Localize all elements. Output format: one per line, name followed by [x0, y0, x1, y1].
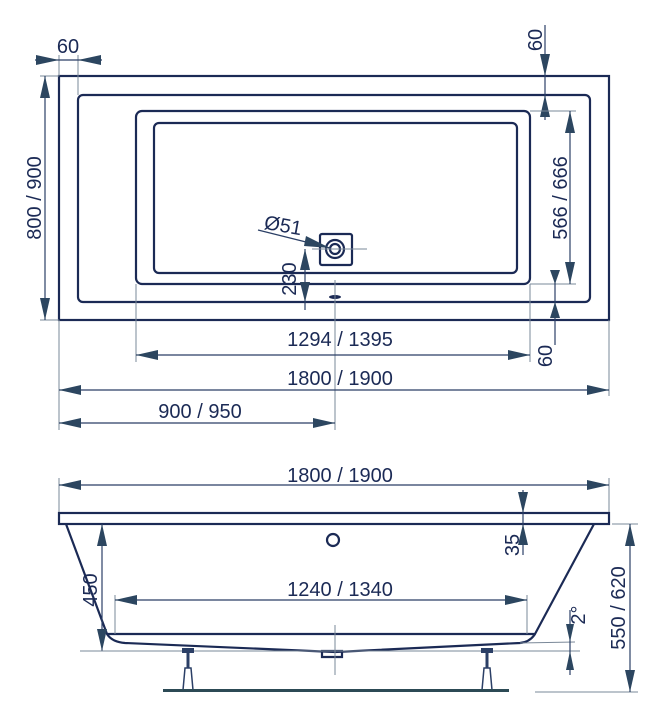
drain-outlet-icon	[320, 649, 344, 659]
dim-width: 800 / 900	[24, 156, 46, 239]
dim-slope: 2°	[568, 605, 590, 624]
dim-side-length: 1800 / 1900	[287, 465, 393, 487]
inner-rim	[76, 93, 592, 304]
top-view: 60 800 / 900 60 566 / 666 60 Ø51 230	[24, 25, 611, 430]
dim-inner-length: 1294 / 1395	[287, 329, 393, 351]
outer-rim	[57, 74, 611, 322]
dim-rim-left: 60	[57, 36, 79, 58]
side-view: 1800 / 1900 35 450 1240 / 1340 2° 550 / …	[57, 465, 638, 693]
dim-half-length: 900 / 950	[158, 401, 241, 423]
dim-bottom-length: 1240 / 1340	[287, 579, 393, 601]
dim-length: 1800 / 1900	[287, 368, 393, 390]
basin-floor	[152, 121, 519, 275]
basin-edge	[134, 109, 532, 286]
dim-drain-diameter: Ø51	[263, 212, 304, 240]
base-plate	[163, 689, 509, 692]
leg-right-icon	[481, 648, 493, 691]
dim-rim-bottom: 60	[535, 345, 557, 367]
leg-left-icon	[182, 648, 194, 691]
overflow-hole-icon	[325, 532, 341, 548]
drain-icon	[312, 232, 367, 267]
dim-rim-thickness: 35	[502, 534, 524, 556]
dim-rim-top: 60	[525, 29, 547, 51]
dim-depth: 450	[80, 573, 102, 606]
dim-total-height: 550 / 620	[608, 566, 630, 649]
dim-drain-offset: 230	[279, 262, 301, 295]
rim	[57, 511, 611, 526]
dim-inner-width: 566 / 666	[550, 156, 572, 239]
